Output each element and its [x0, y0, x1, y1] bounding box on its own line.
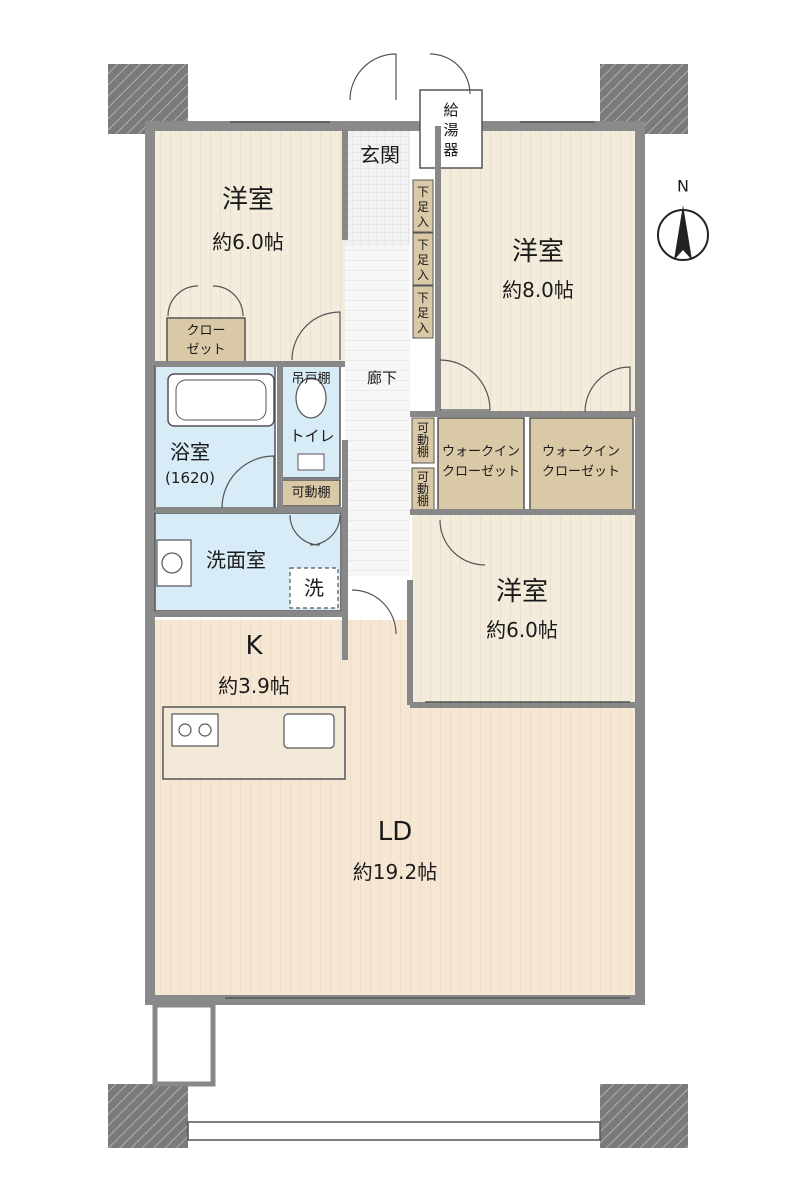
entrance-label: 玄関 — [360, 143, 400, 167]
movable-shelf-v1 — [411, 417, 435, 464]
pillar-bottom-left — [108, 1084, 188, 1148]
washer-label: 洗 — [304, 576, 324, 600]
bathtub — [167, 373, 275, 427]
wic1-label-1: ウォークイン — [442, 445, 520, 460]
pillar-bottom-right — [600, 1084, 688, 1148]
water-heater — [419, 89, 483, 169]
windows — [225, 121, 630, 999]
movable-shelf-v2-char-3: 棚 — [417, 493, 429, 508]
shoe-box-3-char-3: 入 — [417, 321, 429, 335]
room-western-3 — [412, 515, 635, 705]
entrance-area — [345, 131, 410, 246]
western-room-1-name: 洋室 — [222, 185, 274, 215]
water-heater-char-1: 給 — [443, 101, 458, 119]
balcony — [187, 1121, 601, 1141]
shoe-box-2-char-3: 入 — [417, 268, 429, 282]
hallway-label: 廊下 — [367, 369, 397, 387]
hanging-shelf-label: 吊戸棚 — [291, 372, 330, 387]
movable-shelf-toilet — [281, 479, 341, 507]
compass-north-label: N — [677, 177, 689, 196]
movable-shelf-label: 可動棚 — [291, 486, 330, 501]
walkin-closet-1 — [437, 417, 525, 511]
washer-space — [289, 567, 339, 609]
shoe-box-1 — [412, 179, 434, 233]
shoe-box-1-char-3: 入 — [417, 215, 429, 229]
door-arcs — [167, 53, 631, 635]
bath-size: (1620) — [165, 469, 215, 487]
walkin-closet-2 — [529, 417, 634, 511]
washbasin — [156, 539, 192, 587]
kitchen-name: K — [245, 631, 263, 661]
bath-label: 浴室 — [170, 440, 210, 464]
western-room-3-name: 洋室 — [496, 577, 548, 607]
shoe-box-3 — [412, 285, 434, 339]
shoe-box-1-char-1: 下 — [417, 185, 429, 199]
shoe-box-1-char-2: 足 — [417, 200, 429, 214]
washroom-label: 洗面室 — [206, 548, 266, 572]
movable-shelf-v1-char-1: 可 — [417, 421, 429, 435]
western-room-3-size: 約6.0帖 — [486, 618, 558, 642]
western-room-2-name: 洋室 — [512, 237, 564, 267]
toilet-label: トイレ — [289, 427, 334, 445]
living-dining-name: LD — [378, 817, 413, 847]
burner-left — [178, 723, 192, 737]
kitchen-size: 約3.9帖 — [218, 674, 290, 698]
compass-icon: N — [657, 177, 709, 261]
toilet-bowl-icon — [295, 377, 327, 419]
outer-wall — [145, 121, 645, 1005]
movable-shelf-v1-char-3: 棚 — [417, 444, 429, 459]
sink-icon — [283, 713, 335, 749]
closet-label-1: クロー — [186, 324, 225, 339]
movable-shelf-v2-char-2: 動 — [417, 482, 429, 496]
shoe-box-2-char-1: 下 — [417, 238, 429, 252]
wic2-label-1: ウォークイン — [542, 445, 620, 460]
wic2-label-2: クローゼット — [542, 465, 620, 480]
shoe-box-2 — [412, 232, 434, 286]
balcony-storage — [152, 1002, 216, 1087]
western-room-2-size: 約8.0帖 — [502, 278, 574, 302]
water-heater-char-3: 器 — [443, 141, 458, 159]
shoe-box-3-char-1: 下 — [417, 291, 429, 305]
toilet-sink — [297, 453, 325, 471]
interior-walls — [155, 126, 635, 708]
stove-icon — [171, 713, 219, 747]
shoe-box-3-char-2: 足 — [417, 306, 429, 320]
bathtub-inner — [175, 379, 267, 421]
movable-shelf-v2-char-1: 可 — [417, 470, 429, 484]
shoe-box-2-char-2: 足 — [417, 253, 429, 267]
western-room-1-size: 約6.0帖 — [212, 230, 284, 254]
water-heater-char-2: 湯 — [443, 121, 458, 139]
hallway-area — [345, 246, 410, 576]
living-dining-size: 約19.2帖 — [353, 860, 438, 884]
movable-shelf-v1-char-2: 動 — [417, 433, 429, 447]
closet-label-2: ゼット — [186, 343, 225, 358]
wic1-label-2: クローゼット — [442, 465, 520, 480]
room-western-2 — [440, 131, 635, 414]
burner-right — [198, 723, 212, 737]
washbasin-bowl-icon — [161, 552, 183, 574]
